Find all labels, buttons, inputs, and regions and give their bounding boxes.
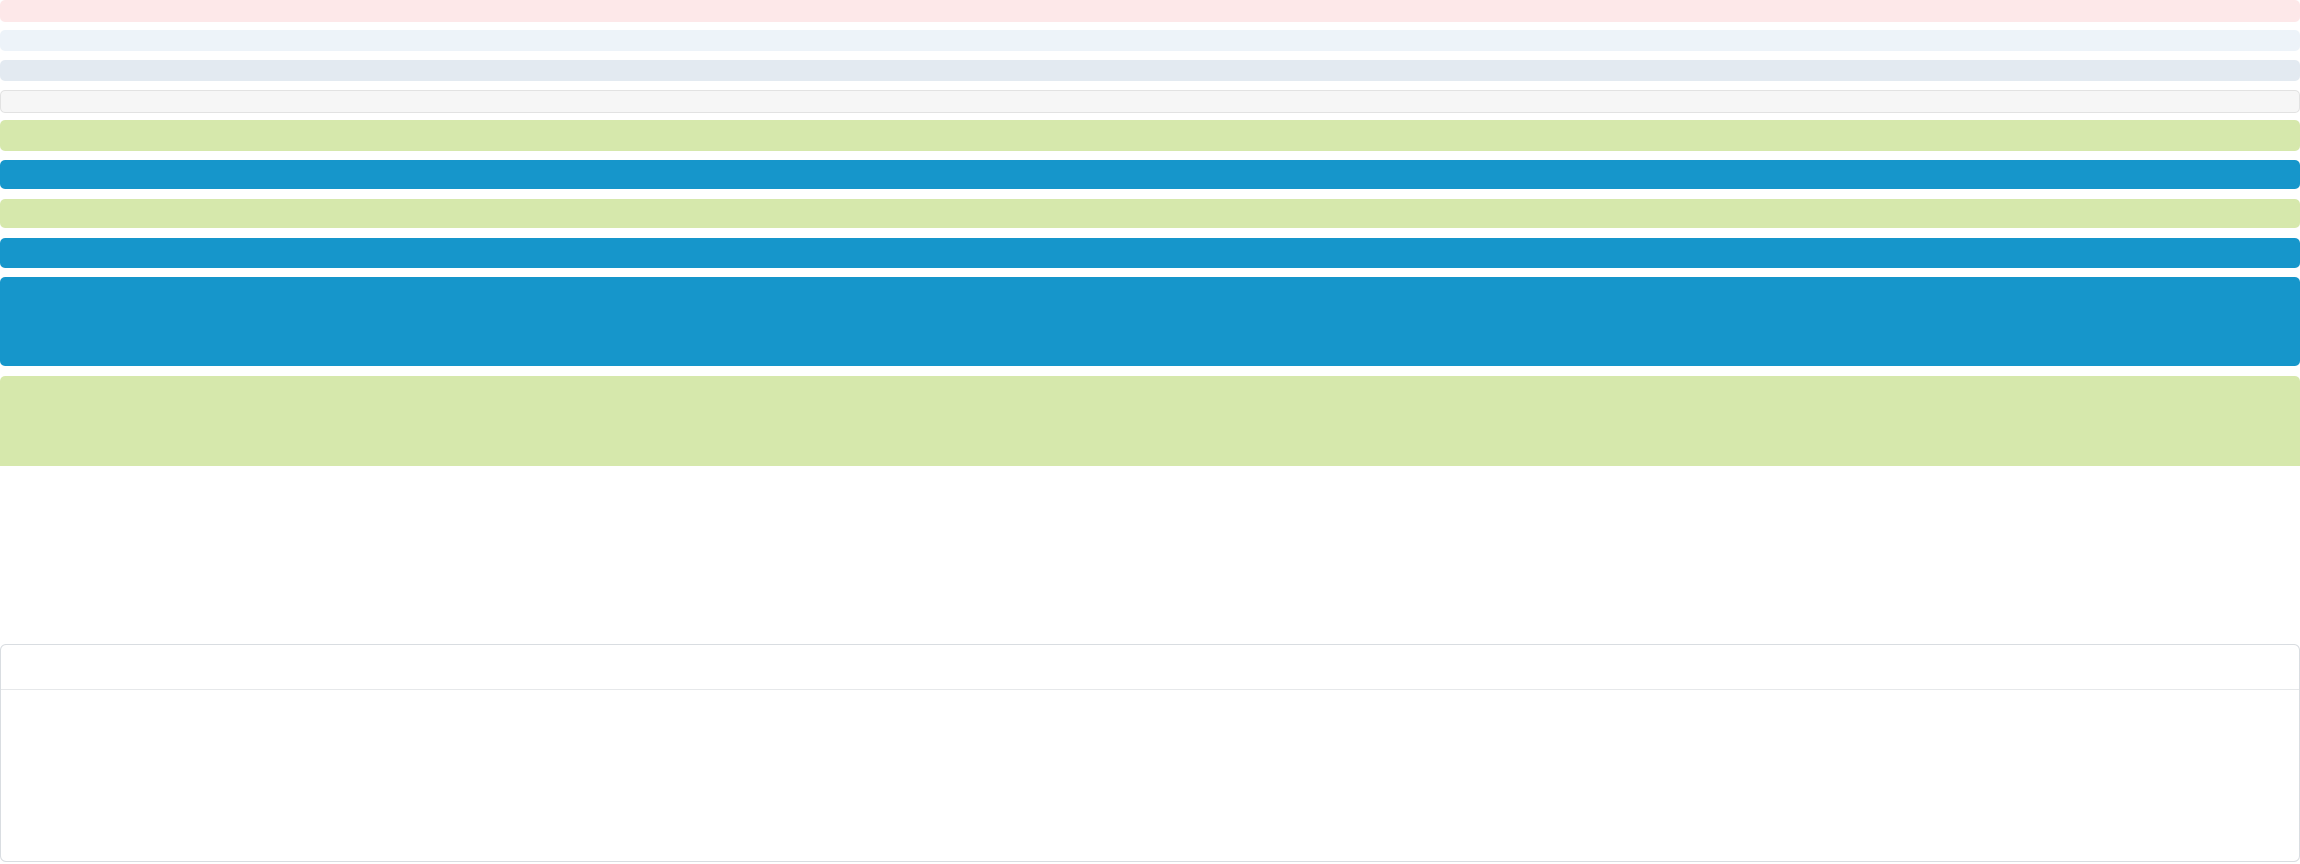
- alert-bar-blue: [0, 160, 2300, 189]
- alert-block-green: [0, 376, 2300, 466]
- alert-bar-green: [0, 199, 2300, 228]
- alert-bar-slate: [0, 60, 2300, 81]
- panel-header: [1, 645, 2299, 690]
- panel-body: [1, 690, 2299, 710]
- content-gap: [0, 466, 2300, 644]
- alert-bar-lightblue: [0, 30, 2300, 51]
- alert-bar-gray: [0, 90, 2300, 113]
- alert-bar-pink: [0, 0, 2300, 22]
- alert-block-blue: [0, 277, 2300, 366]
- alert-bar-blue: [0, 238, 2300, 268]
- alert-bar-green: [0, 120, 2300, 151]
- content-panel: [0, 644, 2300, 862]
